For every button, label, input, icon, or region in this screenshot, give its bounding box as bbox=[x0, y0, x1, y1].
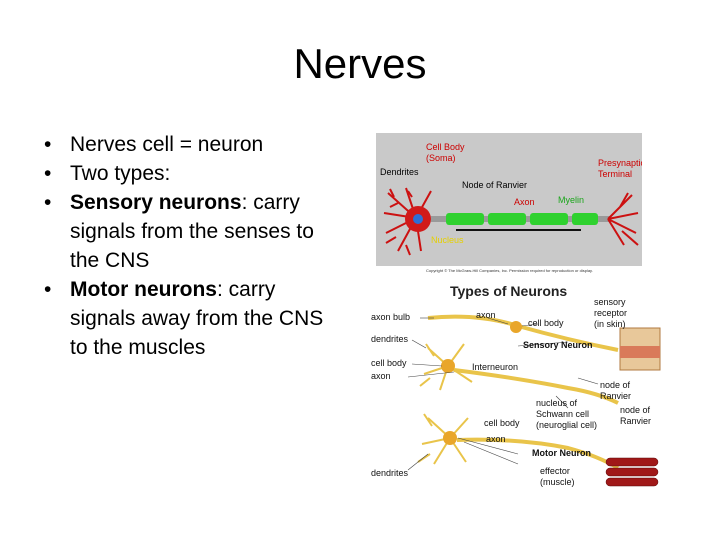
leader-lines bbox=[407, 317, 599, 471]
figure-background bbox=[376, 133, 642, 266]
motor-cell-body bbox=[443, 431, 457, 445]
dendrites-top-label: dendrites bbox=[371, 334, 409, 344]
terminal-label: Terminal bbox=[598, 169, 632, 179]
bullet-item: Two types: bbox=[40, 159, 345, 188]
cell-body-left-label: cell body bbox=[371, 358, 407, 368]
sensory-receptor-label-1: sensory bbox=[594, 297, 626, 307]
sensory-receptor-label-2: receptor bbox=[594, 308, 627, 318]
muscle-effector bbox=[605, 457, 659, 487]
axon-bulb-label: axon bulb bbox=[371, 312, 410, 322]
interneuron-label: Interneuron bbox=[472, 362, 518, 372]
types-labels: axon bulb axon dendrites cell body axon … bbox=[371, 297, 651, 487]
node-ranvier-2b-label: Ranvier bbox=[620, 416, 651, 426]
page-title: Nerves bbox=[293, 40, 427, 87]
motor-dendrites bbox=[417, 413, 469, 465]
presynaptic-label: Presynaptic bbox=[598, 158, 642, 168]
cell-body-top-label: cell body bbox=[528, 318, 564, 328]
axon-left-label: axon bbox=[371, 371, 391, 381]
axon-top-label: axon bbox=[476, 310, 496, 320]
bullet-item: Sensory neurons: carry signals from the … bbox=[40, 188, 345, 275]
schwann-label-1: nucleus of bbox=[536, 398, 578, 408]
bullet-item: Nerves cell = neuron bbox=[40, 130, 345, 159]
myelin-segments bbox=[446, 213, 598, 225]
node-ranvier-2a-label: node of bbox=[620, 405, 651, 415]
sensory-neuron-label: Sensory Neuron bbox=[523, 340, 593, 350]
interneuron-axon bbox=[453, 368, 619, 405]
copyright-text: Copyright © The McGraw-Hill Companies, I… bbox=[426, 268, 593, 273]
axon-bottom-label: axon bbox=[486, 434, 506, 444]
cell-body-label: Cell Body bbox=[426, 142, 465, 152]
skin-layer bbox=[620, 346, 660, 358]
sensory-receptor-label-3: (in skin) bbox=[594, 319, 626, 329]
axon-label: Axon bbox=[514, 197, 535, 207]
effector-label-2: (muscle) bbox=[540, 477, 575, 487]
dendrites-bottom-label: dendrites bbox=[371, 468, 409, 478]
interneuron-cell-body bbox=[441, 359, 455, 373]
types-title: Types of Neurons bbox=[450, 283, 567, 299]
interneuron-dendrites bbox=[419, 343, 473, 391]
node-ranvier-1b-label: Ranvier bbox=[600, 391, 631, 401]
schwann-label-3: (neuroglial cell) bbox=[536, 420, 597, 430]
node-ranvier-1a-label: node of bbox=[600, 380, 631, 390]
motor-axon bbox=[456, 437, 620, 470]
node-of-ranvier-label: Node of Ranvier bbox=[462, 180, 527, 190]
soma-label: (Soma) bbox=[426, 153, 456, 163]
schwann-label-2: Schwann cell bbox=[536, 409, 589, 419]
effector-label-1: effector bbox=[540, 466, 570, 476]
terminal-branches bbox=[607, 192, 639, 246]
bullet-item: Motor neurons: carry signals away from t… bbox=[40, 275, 345, 362]
nucleus-shape bbox=[413, 214, 423, 224]
neuron-anatomy-figure: Cell Body (Soma) Dendrites Node of Ranvi… bbox=[376, 133, 642, 273]
types-of-neurons-figure: Types of Neurons axon bulb axo bbox=[368, 278, 668, 494]
cell-body-bottom-label: cell body bbox=[484, 418, 520, 428]
nucleus-label: Nucleus bbox=[431, 235, 464, 245]
bullet-list: Nerves cell = neuron Two types: Sensory … bbox=[40, 130, 345, 362]
sensory-cell-body bbox=[510, 321, 522, 333]
dendrites-label: Dendrites bbox=[380, 167, 419, 177]
motor-neuron-label: Motor Neuron bbox=[532, 448, 591, 458]
myelin-label: Myelin bbox=[558, 195, 584, 205]
dendrites-drawing bbox=[383, 187, 432, 256]
